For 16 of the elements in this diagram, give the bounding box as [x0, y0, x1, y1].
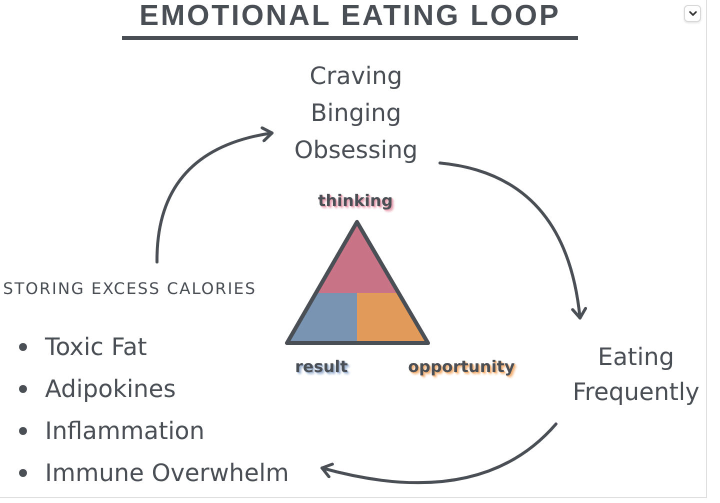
- list-item: Adipokines: [45, 374, 176, 405]
- segment-label: opportunity: [408, 356, 515, 378]
- segment-label: result: [295, 356, 348, 378]
- list-item: Inflammation: [45, 416, 205, 447]
- stage-text: Eating Frequently: [572, 340, 700, 410]
- segment-label: thinking: [318, 190, 393, 212]
- list-item: Immune Overwhelm: [45, 458, 290, 489]
- stage-text: Obsessing: [294, 135, 418, 166]
- group-heading: STORING EXCESS CALORIES: [3, 278, 256, 300]
- curved-arrow: [156, 126, 274, 264]
- diagram-title: EMOTIONAL EATING LOOP: [122, 0, 578, 40]
- stage-text: Binging: [310, 98, 402, 129]
- curved-arrow: [438, 162, 587, 320]
- curved-arrow: [320, 422, 558, 484]
- list-item: Toxic Fat: [45, 332, 147, 363]
- stage-text: Craving: [310, 61, 402, 92]
